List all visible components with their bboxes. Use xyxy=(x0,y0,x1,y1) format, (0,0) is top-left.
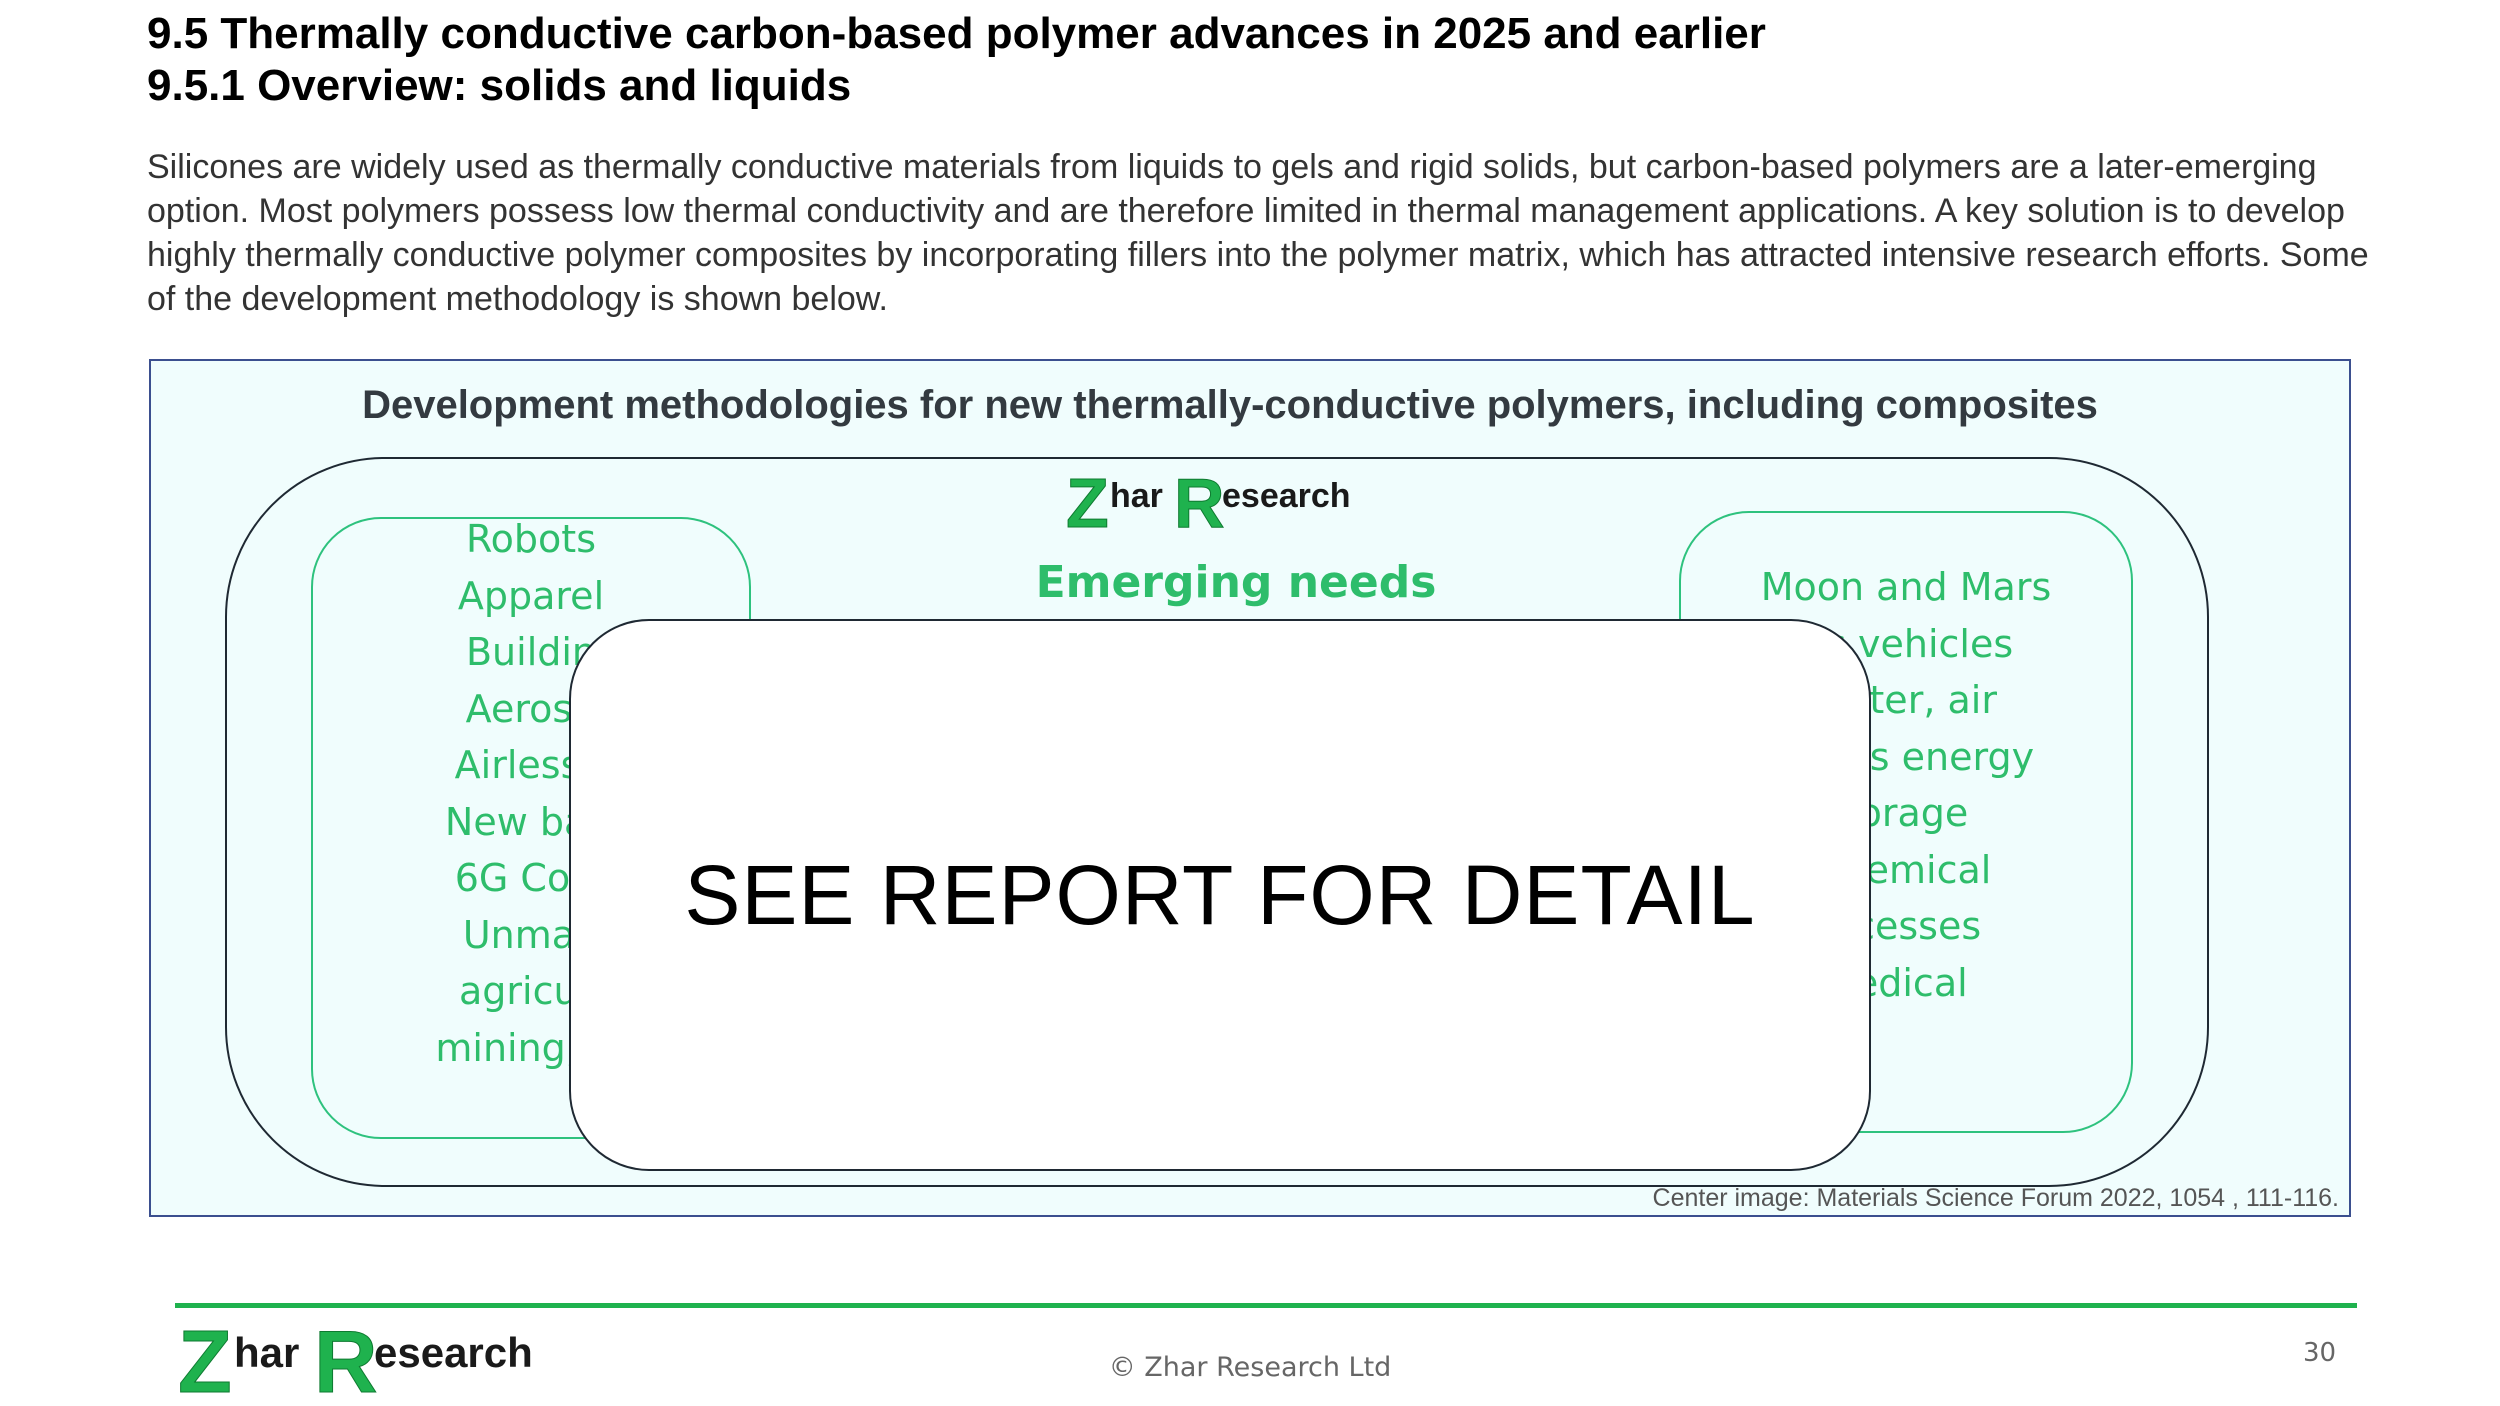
subsection-title: 9.5.1 Overview: solids and liquids xyxy=(147,61,852,110)
copyright-notice: © Zhar Research Ltd xyxy=(1108,1352,1392,1383)
diagram-title: Development methodologies for new therma… xyxy=(362,383,2098,427)
report-detail-overlay: SEE REPORT FOR DETAIL xyxy=(569,619,1871,1171)
list-item: Buildin xyxy=(465,630,597,674)
page-number: 30 xyxy=(2303,1338,2337,1368)
methodology-diagram: Development methodologies for new therma… xyxy=(149,359,2351,1217)
emerging-needs-heading: Emerging needs xyxy=(1035,557,1437,608)
list-item: Robots xyxy=(465,517,596,561)
zhar-research-logo: Z har R esearch xyxy=(1066,469,1351,531)
logo-r: R xyxy=(314,1320,378,1395)
overlay-text: SEE REPORT FOR DETAIL xyxy=(684,847,1756,942)
logo-z: Z xyxy=(1066,469,1109,531)
logo-esearch: esearch xyxy=(374,1329,533,1376)
logo-har: har xyxy=(234,1329,299,1376)
logo-r: R xyxy=(1174,469,1225,531)
section-title: 9.5 Thermally conductive carbon-based po… xyxy=(147,9,1766,58)
outer-ring xyxy=(225,457,2209,1187)
footer-divider xyxy=(175,1303,2357,1308)
intro-paragraph: Silicones are widely used as thermally c… xyxy=(147,148,2369,318)
list-item: Moon and Mars xyxy=(1760,565,2052,609)
logo-z: Z xyxy=(178,1320,232,1395)
logo-esearch: esearch xyxy=(1222,477,1351,515)
list-item: Apparel xyxy=(457,573,605,618)
image-citation: Center image: Materials Science Forum 20… xyxy=(1652,1184,2339,1212)
slide-heading: 9.5 Thermally conductive carbon-based po… xyxy=(147,8,1766,112)
logo-har: har xyxy=(1110,477,1163,515)
footer-zhar-research-logo: Z har R esearch xyxy=(178,1320,533,1395)
